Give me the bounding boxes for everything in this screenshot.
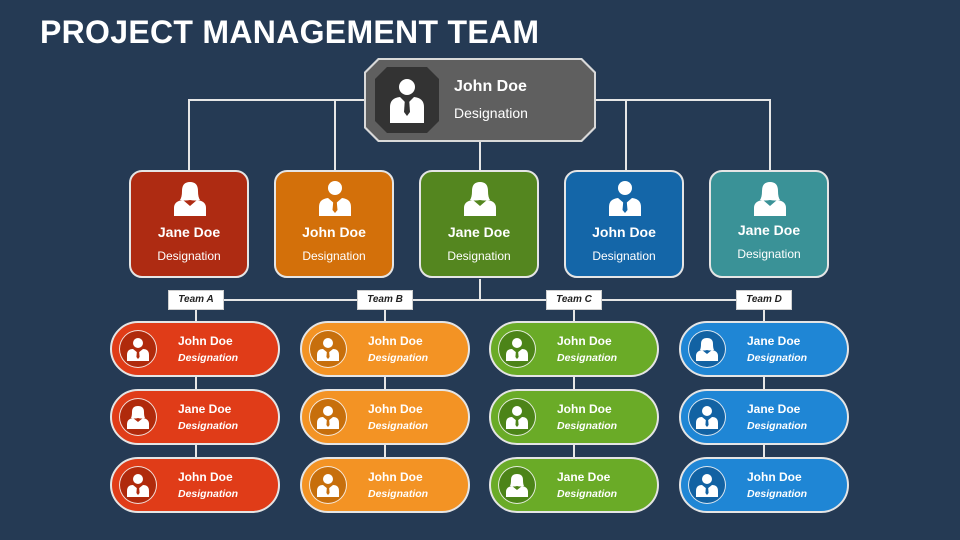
page-title: PROJECT MANAGEMENT TEAM bbox=[40, 14, 540, 50]
male-user-icon bbox=[318, 180, 352, 221]
female-user-icon bbox=[753, 180, 787, 221]
manager-designation: Designation bbox=[302, 249, 366, 263]
member-name: John Doe bbox=[368, 402, 423, 416]
male-user-icon bbox=[119, 466, 157, 504]
member-name: Jane Doe bbox=[557, 470, 611, 484]
male-user-icon bbox=[309, 466, 347, 504]
manager-name: John Doe bbox=[592, 224, 656, 240]
team-a-label: Team A bbox=[168, 290, 224, 310]
team-a-member-3[interactable]: John Doe Designation bbox=[110, 457, 280, 513]
manager-name: Jane Doe bbox=[157, 224, 221, 240]
team-c-member-2[interactable]: John Doe Designation bbox=[489, 389, 659, 445]
team-b-member-1[interactable]: John Doe Designation bbox=[300, 321, 470, 377]
team-c-member-1[interactable]: John Doe Designation bbox=[489, 321, 659, 377]
female-user-icon bbox=[498, 466, 536, 504]
member-name: John Doe bbox=[368, 470, 423, 484]
male-user-icon bbox=[498, 330, 536, 368]
team-d-member-2[interactable]: Jane Doe Designation bbox=[679, 389, 849, 445]
male-user-icon bbox=[119, 330, 157, 368]
team-b-member-3[interactable]: John Doe Designation bbox=[300, 457, 470, 513]
member-name: John Doe bbox=[178, 470, 233, 484]
manager-designation: Designation bbox=[592, 249, 656, 263]
team-b-label: Team B bbox=[357, 290, 413, 310]
team-d-label: Team D bbox=[736, 290, 792, 310]
male-user-icon bbox=[375, 67, 439, 133]
team-a-member-1[interactable]: John Doe Designation bbox=[110, 321, 280, 377]
head-name: John Doe bbox=[454, 78, 527, 95]
team-c-member-3[interactable]: Jane Doe Designation bbox=[489, 457, 659, 513]
member-designation: Designation bbox=[747, 420, 808, 432]
male-user-icon bbox=[608, 180, 642, 221]
manager-name: Jane Doe bbox=[447, 224, 511, 240]
head-node[interactable]: John Doe Designation bbox=[364, 58, 596, 142]
team-b-member-2[interactable]: John Doe Designation bbox=[300, 389, 470, 445]
member-name: John Doe bbox=[178, 334, 233, 348]
manager-card-3[interactable]: Jane Doe Designation bbox=[419, 170, 539, 278]
member-name: John Doe bbox=[557, 334, 612, 348]
team-d-member-3[interactable]: John Doe Designation bbox=[679, 457, 849, 513]
male-user-icon bbox=[309, 330, 347, 368]
member-name: Jane Doe bbox=[178, 402, 232, 416]
female-user-icon bbox=[688, 398, 726, 436]
member-name: Jane Doe bbox=[747, 402, 801, 416]
manager-card-2[interactable]: John Doe Designation bbox=[274, 170, 394, 278]
head-designation: Designation bbox=[454, 105, 528, 121]
member-designation: Designation bbox=[747, 352, 808, 364]
female-user-icon bbox=[173, 180, 207, 221]
manager-name: Jane Doe bbox=[737, 222, 801, 238]
member-name: John Doe bbox=[368, 334, 423, 348]
member-designation: Designation bbox=[368, 352, 429, 364]
male-user-icon bbox=[498, 398, 536, 436]
member-designation: Designation bbox=[557, 352, 618, 364]
manager-designation: Designation bbox=[157, 249, 221, 263]
female-user-icon bbox=[119, 398, 157, 436]
manager-designation: Designation bbox=[447, 249, 511, 263]
manager-card-4[interactable]: John Doe Designation bbox=[564, 170, 684, 278]
team-a-member-2[interactable]: Jane Doe Designation bbox=[110, 389, 280, 445]
manager-designation: Designation bbox=[737, 247, 801, 261]
male-user-icon bbox=[688, 466, 726, 504]
member-name: John Doe bbox=[557, 402, 612, 416]
manager-card-1[interactable]: Jane Doe Designation bbox=[129, 170, 249, 278]
female-user-icon bbox=[463, 180, 497, 221]
member-designation: Designation bbox=[557, 488, 618, 500]
member-designation: Designation bbox=[178, 352, 239, 364]
member-designation: Designation bbox=[368, 420, 429, 432]
member-designation: Designation bbox=[557, 420, 618, 432]
manager-name: John Doe bbox=[302, 224, 366, 240]
member-designation: Designation bbox=[368, 488, 429, 500]
team-c-label: Team C bbox=[546, 290, 602, 310]
member-name: John Doe bbox=[747, 470, 802, 484]
member-designation: Designation bbox=[178, 488, 239, 500]
member-designation: Designation bbox=[747, 488, 808, 500]
manager-card-5[interactable]: Jane Doe Designation bbox=[709, 170, 829, 278]
female-user-icon bbox=[688, 330, 726, 368]
team-d-member-1[interactable]: Jane Doe Designation bbox=[679, 321, 849, 377]
male-user-icon bbox=[309, 398, 347, 436]
member-name: Jane Doe bbox=[747, 334, 801, 348]
member-designation: Designation bbox=[178, 420, 239, 432]
